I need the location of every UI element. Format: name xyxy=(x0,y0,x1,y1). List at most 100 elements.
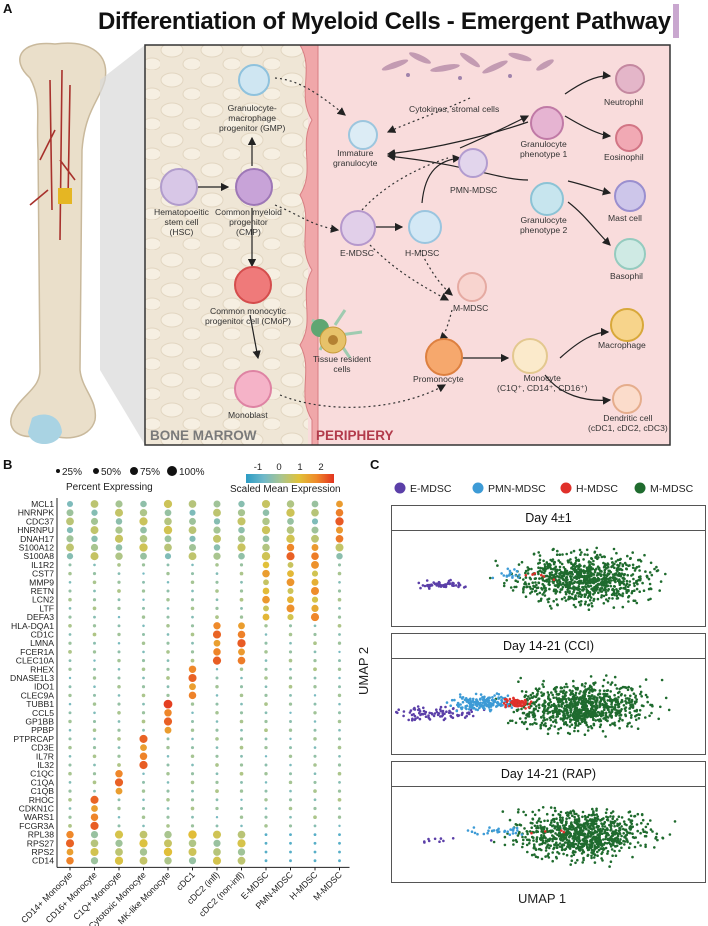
umap-point xyxy=(585,723,589,727)
umap-point xyxy=(568,689,572,692)
umap-point xyxy=(556,549,559,553)
umap-point xyxy=(521,835,524,839)
basophil-label: Basophil xyxy=(610,271,643,281)
dot-mark xyxy=(117,615,121,619)
dot-mark xyxy=(90,526,99,535)
dot-mark xyxy=(188,543,197,552)
umap-point xyxy=(423,712,427,715)
umap-point xyxy=(623,573,626,576)
umap-point xyxy=(593,838,597,841)
umap-point xyxy=(533,715,536,718)
umap-point xyxy=(563,715,566,719)
umap-point xyxy=(535,840,538,843)
umap-point xyxy=(602,594,606,598)
dot-mark xyxy=(190,598,195,602)
gene-label: HNRNPK xyxy=(18,508,55,518)
dot-mark xyxy=(68,667,72,671)
dot-mark xyxy=(264,685,268,689)
dot-mark xyxy=(289,841,292,845)
umap-point xyxy=(566,590,570,594)
periphery-label: PERIPHERY xyxy=(316,428,394,443)
umap-point xyxy=(548,571,552,575)
dot-mark xyxy=(215,684,219,689)
umap-point xyxy=(529,704,533,708)
umap-point xyxy=(515,569,519,573)
umap-point xyxy=(616,832,619,836)
umap-point xyxy=(638,558,642,562)
umap-point xyxy=(611,588,614,592)
umap-point xyxy=(574,722,577,725)
umap-point xyxy=(540,571,544,574)
dot-mark xyxy=(142,780,145,784)
umap-point xyxy=(511,828,514,832)
dot-mark xyxy=(289,859,292,863)
umap-point xyxy=(524,813,528,817)
umap-point xyxy=(630,725,633,728)
dot-mark xyxy=(166,789,170,793)
umap-point xyxy=(615,592,618,595)
umap-point xyxy=(619,586,623,590)
umap-point xyxy=(632,582,636,585)
umap-point xyxy=(582,558,585,561)
umap-point xyxy=(494,559,497,563)
umap-point xyxy=(596,710,600,714)
umap-point xyxy=(534,718,537,721)
dot-mark xyxy=(215,754,219,758)
umap-point xyxy=(449,704,452,707)
dot-mark xyxy=(68,650,72,654)
umap-point xyxy=(534,687,538,690)
dot-mark xyxy=(114,508,124,517)
umap-point xyxy=(521,845,524,849)
umap-point xyxy=(530,853,534,857)
gene-label: DEFA3 xyxy=(27,612,54,622)
umap-point xyxy=(627,600,630,603)
umap-point xyxy=(562,578,565,581)
umap-point xyxy=(583,697,586,700)
umap-point xyxy=(519,676,522,680)
umap-point xyxy=(597,556,600,559)
dot-mark xyxy=(190,632,195,637)
dot-mark xyxy=(337,589,342,593)
umap-point xyxy=(577,558,580,562)
umap-point xyxy=(466,829,470,832)
dot-mark xyxy=(190,650,195,654)
umap-point xyxy=(548,846,551,850)
dot-mark xyxy=(141,589,146,593)
dot-mark xyxy=(117,641,121,645)
umap-point xyxy=(526,572,530,575)
umap-point xyxy=(437,580,441,584)
umap-point xyxy=(586,815,590,819)
umap-point xyxy=(506,567,510,571)
gene-label: CDC37 xyxy=(26,516,54,526)
umap-point xyxy=(578,827,582,830)
umap-point xyxy=(487,829,490,832)
umap-point xyxy=(618,687,621,691)
umap-point xyxy=(529,723,532,726)
umap-point xyxy=(503,843,507,847)
dot-mark xyxy=(117,763,121,767)
dot-mark xyxy=(141,719,146,724)
umap-point xyxy=(558,837,562,841)
umap-point xyxy=(613,721,616,725)
umap-point xyxy=(417,707,421,711)
dot-mark xyxy=(66,500,74,508)
umap-point xyxy=(606,719,609,722)
umap-point xyxy=(423,584,427,588)
umap-point xyxy=(583,720,586,723)
umap-point xyxy=(575,847,578,850)
umap-point xyxy=(607,563,610,566)
dot-mark xyxy=(92,746,97,750)
umap-point xyxy=(465,704,469,708)
color-legend-bar xyxy=(246,474,334,483)
dot-mark xyxy=(338,650,341,654)
gene-label: WARS1 xyxy=(24,812,54,822)
umap-point xyxy=(427,839,431,843)
umap-point xyxy=(583,692,587,696)
pmn-mdsc-cell xyxy=(458,148,488,178)
umap-point xyxy=(591,821,595,824)
dot-mark xyxy=(115,544,123,551)
umap-point xyxy=(565,717,569,720)
umap-point xyxy=(528,576,532,580)
umap-point xyxy=(574,842,578,846)
umap-point xyxy=(609,843,613,846)
